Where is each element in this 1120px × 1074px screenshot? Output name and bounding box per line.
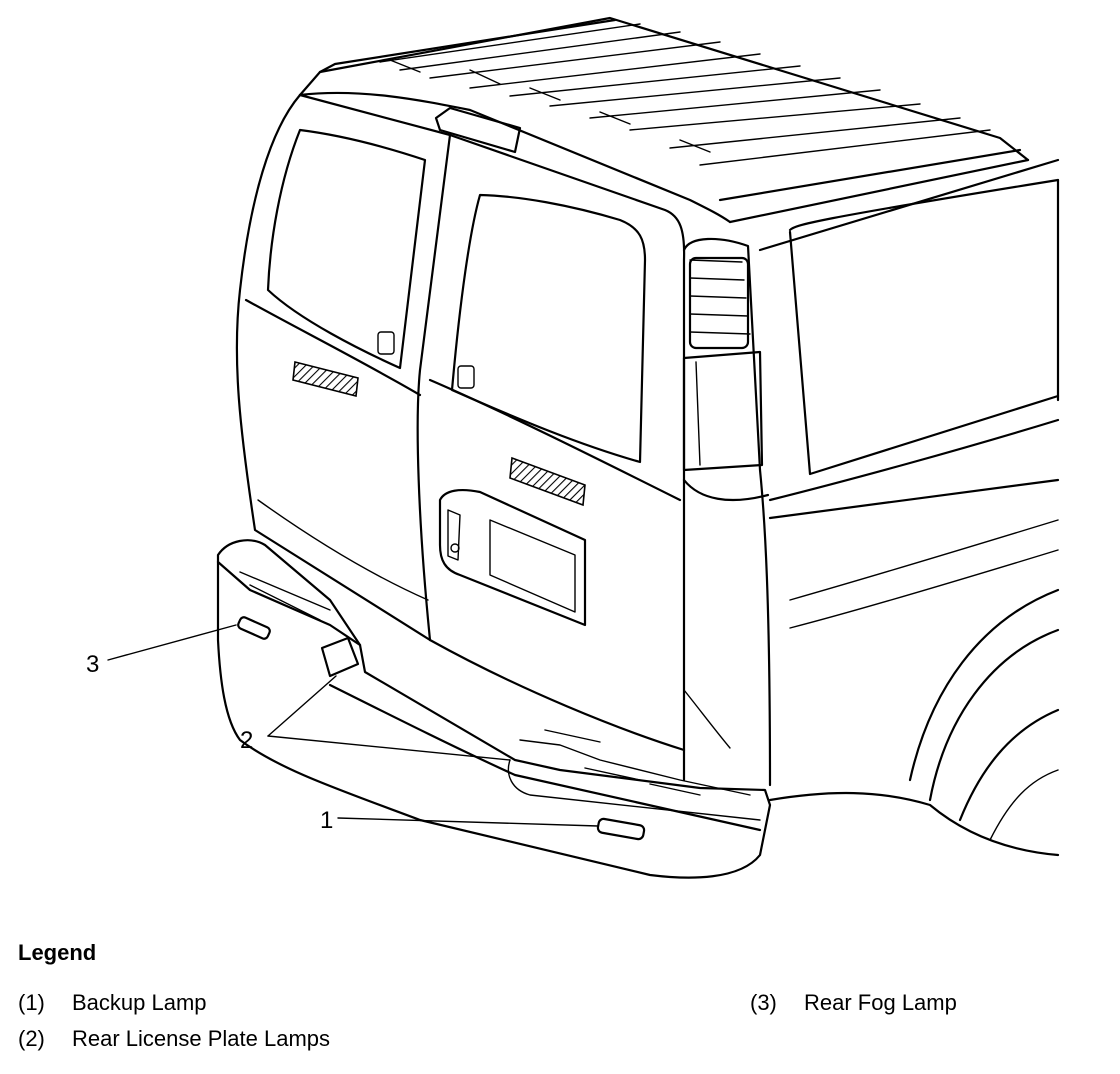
- van-side-body: [758, 158, 1060, 857]
- leader-1: [337, 817, 599, 827]
- legend-item-text: Backup Lamp: [72, 990, 207, 1015]
- right-door-vent: [509, 456, 586, 507]
- leader-3: [107, 624, 237, 661]
- rear-fog-lamp: [237, 616, 271, 640]
- left-door-vent: [292, 360, 359, 398]
- license-plate-recess: [438, 489, 587, 627]
- rear-bumper: [216, 539, 772, 879]
- callout-3: 3: [86, 651, 99, 678]
- leader-2b: [267, 735, 511, 761]
- van-line-drawing: 3 2 1: [86, 16, 1060, 879]
- legend-item-text: Rear Fog Lamp: [804, 990, 957, 1015]
- backup-lamp: [596, 817, 646, 841]
- license-plate-lamp: [320, 636, 360, 678]
- callout-2: 2: [240, 727, 253, 754]
- right-rear-door: [428, 133, 731, 782]
- left-rear-door: [235, 93, 452, 642]
- tail-lamp-assembly: [682, 237, 772, 787]
- callout-1: 1: [320, 807, 333, 834]
- legend-item-text: Rear License Plate Lamps: [72, 1026, 331, 1051]
- van-roof: [298, 16, 1030, 224]
- legend-title: Legend: [18, 940, 97, 965]
- legend-item-number: (2): [18, 1026, 45, 1051]
- callout-leaders: [107, 624, 599, 827]
- legend: Legend (1) Backup Lamp (2) Rear License Pl…: [18, 938, 1108, 1058]
- leader-2a: [267, 675, 337, 737]
- legend-item-license-plate-lamps: (2) Rear License Plate Lamps: [18, 1026, 330, 1052]
- high-mount-stop-lamp: [434, 106, 522, 154]
- legend-item-backup-lamp: (1) Backup Lamp: [18, 990, 207, 1016]
- legend-item-number: (3): [750, 990, 777, 1015]
- van-rear-illustration: 3 2 1: [86, 16, 1060, 879]
- legend-item-number: (1): [18, 990, 45, 1015]
- legend-item-rear-fog-lamp: (3) Rear Fog Lamp: [750, 990, 957, 1016]
